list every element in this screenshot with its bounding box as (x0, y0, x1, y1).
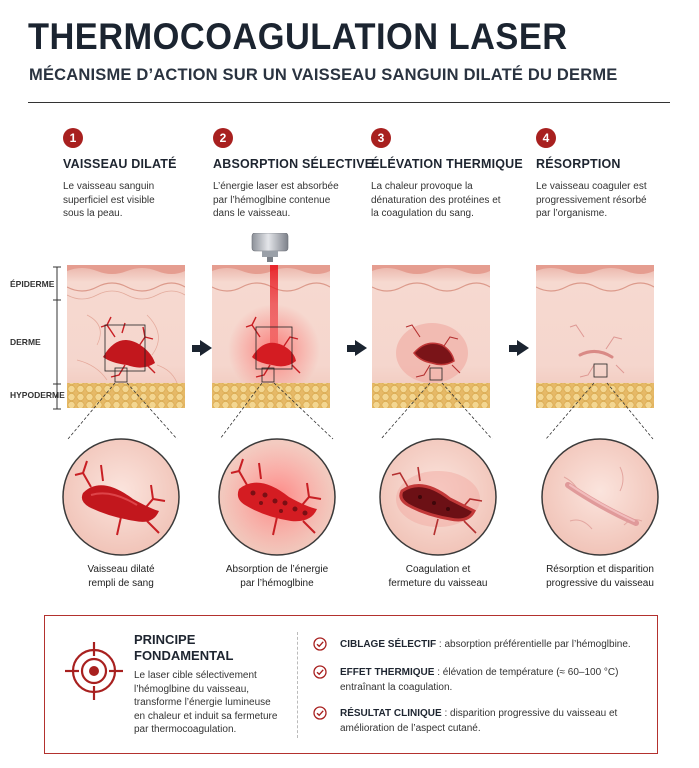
step-2-title: ABSORPTION SÉLECTIVE (213, 157, 374, 171)
step-2-description: L’énergie laser est absorbée par l’hémog… (213, 181, 339, 219)
principle-title: PRINCIPE FONDAMENTAL (134, 632, 233, 664)
check-circle-icon (313, 665, 327, 679)
principle-title-line1: PRINCIPE (134, 632, 196, 647)
principle-panel: PRINCIPE FONDAMENTAL Le laser cible séle… (44, 615, 658, 754)
step-2-number-icon: 2 (213, 128, 233, 148)
step-3-description: La chaleur provoque la dénaturation des … (371, 181, 501, 219)
step-1-header: 1 VAISSEAU DILATÉ Le vaisseau sanguin su… (63, 128, 213, 221)
step-1-description: Le vaisseau sanguin superficiel est visi… (63, 181, 155, 219)
layer-label-hypoderme: HYPODERME (10, 390, 65, 400)
zoom-circle-4 (541, 438, 659, 556)
step-4-number-icon: 4 (536, 128, 556, 148)
caption-2-text: Absorption de l’énergie par l’hémoglbine (225, 564, 329, 589)
layer-bracket (53, 266, 61, 410)
zoom-circle-2 (218, 438, 336, 556)
panel-divider (297, 632, 298, 738)
principle-item-2-text: : élévation de température (≈ 60–100 °C)… (340, 667, 619, 693)
step-3-number-icon: 3 (371, 128, 391, 148)
principle-item-1-label: CIBLAGE SÉLECTIF (340, 639, 437, 650)
title-divider (28, 102, 670, 103)
step-1-title: VAISSEAU DILATÉ (63, 157, 177, 171)
layer-label-derme: DERME (10, 337, 41, 347)
principle-item-3-text: : disparition progressive du vaisseau et… (340, 708, 618, 734)
page-title: THERMOCOAGULATION LASER (28, 16, 568, 57)
principle-item-2-label: EFFET THERMIQUE (340, 667, 435, 678)
page-subtitle: MÉCANISME D’ACTION SUR UN VAISSEAU SANGU… (29, 66, 618, 84)
check-circle-icon (313, 637, 327, 651)
layer-label-epiderme: ÉPIDERME (10, 279, 55, 289)
step-4-header: 4 RÉSORPTION Le vaisseau coaguler est pr… (536, 128, 686, 221)
skin-block-3 (372, 265, 490, 408)
flow-arrow-2-icon (347, 340, 367, 356)
check-circle-icon (313, 706, 327, 720)
principle-item-1-text: : absorption préférentielle par l’hémogl… (436, 639, 631, 650)
caption-3-text: Coagulation et fermeture du vaisseau (388, 564, 488, 589)
target-icon (65, 642, 123, 700)
principle-title-line2: FONDAMENTAL (134, 648, 234, 663)
skin-block-4 (536, 265, 654, 408)
zoom-lines (67, 382, 654, 440)
principle-text: Le laser cible sélectivement l’hémoglbin… (134, 670, 278, 735)
step-1-number-icon: 1 (63, 128, 83, 148)
caption-4-text: Résorption et disparition progressive du… (546, 564, 654, 589)
skin-block-1 (67, 265, 185, 408)
caption-1-text: Vaisseau dilaté rempli de sang (87, 564, 155, 589)
caption-2: Absorption de l’énergie par l’hémoglbine (207, 563, 347, 591)
step-4-description: Le vaisseau coaguler est progressivement… (536, 181, 647, 219)
flow-arrow-3-icon (509, 340, 529, 356)
step-3-header: 3 ÉLÉVATION THERMIQUE La chaleur provoqu… (371, 128, 523, 221)
principle-item-3-label: RÉSULTAT CLINIQUE (340, 708, 442, 719)
skin-block-2 (212, 265, 330, 408)
zoom-circle-3 (379, 438, 497, 556)
laser-device-icon (251, 233, 289, 262)
caption-3: Coagulation et fermeture du vaisseau (368, 563, 508, 591)
zoom-circle-1 (62, 438, 180, 556)
caption-1: Vaisseau dilaté rempli de sang (51, 563, 191, 591)
caption-4: Résorption et disparition progressive du… (530, 563, 670, 591)
flow-arrow-1-icon (192, 340, 212, 356)
step-3-title: ÉLÉVATION THERMIQUE (371, 157, 523, 171)
step-4-title: RÉSORPTION (536, 157, 621, 171)
step-2-header: 2 ABSORPTION SÉLECTIVE L’énergie laser e… (213, 128, 374, 221)
